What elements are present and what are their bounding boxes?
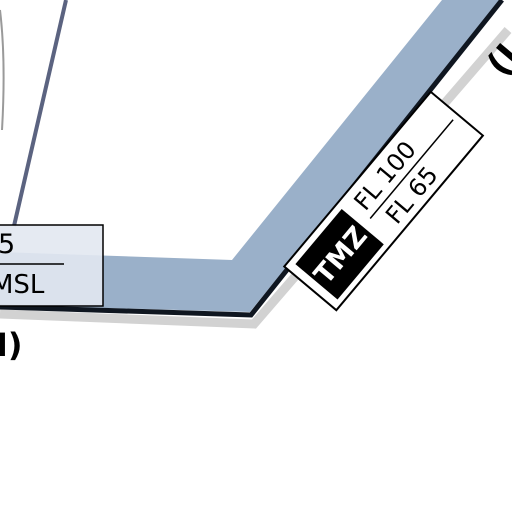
airspace-class-fragment-right: (I xyxy=(479,37,512,84)
altitude-divider-right xyxy=(369,119,454,220)
altitude-lower-left: MSL xyxy=(0,270,45,300)
altitude-label-left: 5 MSL xyxy=(0,224,104,307)
tmz-label: TMZ FL 100 FL 65 xyxy=(282,90,485,312)
tmz-badge xyxy=(295,208,384,300)
route-line xyxy=(12,0,68,227)
altitude-upper-left: 5 xyxy=(0,229,15,260)
airspace-boundary-line xyxy=(0,0,504,318)
airspace-arc xyxy=(0,9,5,131)
airspace-class-fragment-left: I) xyxy=(0,326,23,364)
altitude-label-left-box xyxy=(0,224,104,307)
